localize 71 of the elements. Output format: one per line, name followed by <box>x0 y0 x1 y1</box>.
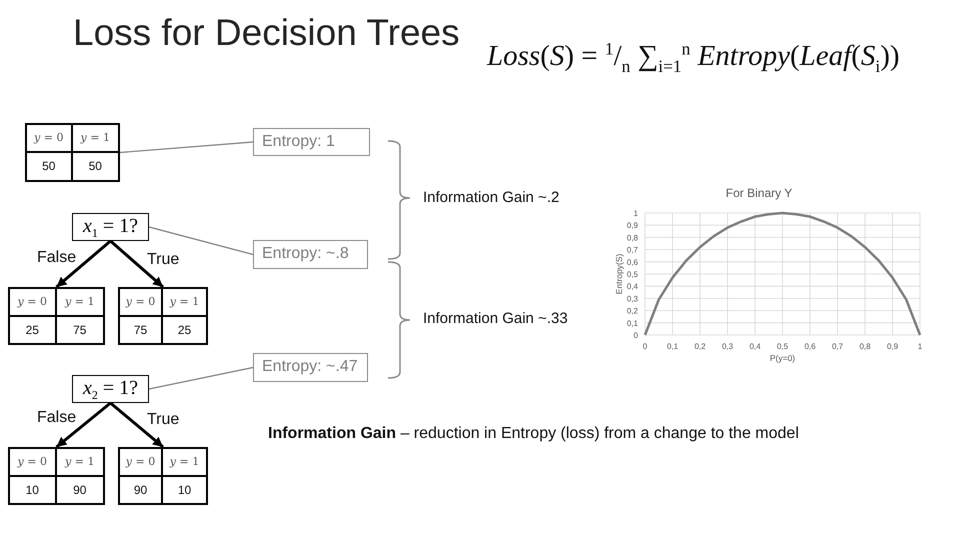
leader-line <box>148 366 254 390</box>
tick-label: 0,2 <box>694 342 706 351</box>
tick-label: 0,7 <box>832 342 844 351</box>
table-cell: 75 <box>120 317 163 343</box>
loss-formula: Loss(S) = $^{1}$/$_{n}$ ∑$_{i=1}$$^{n}$ Entropy(Leaf(S$_{i}$)) <box>487 40 900 73</box>
arrow <box>110 240 164 288</box>
axis-title: Entropy(S) <box>614 254 624 294</box>
table-cell-text: 25 <box>176 322 192 339</box>
count-table <box>25 123 120 182</box>
tick-label: 0,8 <box>626 233 638 242</box>
column-header: y = 1 <box>72 125 118 153</box>
tick-label: 0,4 <box>626 282 638 292</box>
table-cell-text: 90 <box>72 482 88 499</box>
table-cell: 50 <box>27 153 72 180</box>
tick-label: 0,9 <box>626 221 638 230</box>
gain-note: Information Gain ~.33 <box>423 310 568 327</box>
slide-title: Loss for Decision Trees <box>73 12 460 54</box>
gain-note: Information Gain ~.2 <box>423 189 560 206</box>
column-header: y = 0 <box>120 449 163 477</box>
arrow <box>56 240 112 288</box>
count-table <box>118 447 208 505</box>
count-table <box>8 287 105 345</box>
column-header: y = 1 <box>163 449 206 477</box>
column-header: y = 0 <box>120 289 163 317</box>
tick-label: 0,1 <box>626 318 638 328</box>
leader-line <box>120 141 254 154</box>
tick-label: 0 <box>642 342 648 351</box>
tick-label: 0,3 <box>722 342 734 351</box>
tick-label: 0,6 <box>626 258 638 267</box>
count-table <box>118 287 208 345</box>
condition-box: x$_{2}$ = 1? <box>72 375 149 403</box>
tick-label: 0,5 <box>776 342 788 351</box>
condition-box: x$_{1}$ = 1? <box>72 213 149 241</box>
table-cell: 25 <box>10 317 56 343</box>
edge-label: True <box>147 411 180 429</box>
tick-label: 0,3 <box>626 294 638 304</box>
count-table <box>8 447 105 505</box>
tick-label: 0,4 <box>749 342 761 351</box>
table-cell-text: 75 <box>72 322 88 339</box>
column-header: y = 0 <box>10 449 56 477</box>
tick-label: 1 <box>634 209 638 218</box>
edge-label: False <box>37 249 76 267</box>
column-header: y = 1 <box>163 289 206 317</box>
tick-label: 0 <box>634 331 638 340</box>
table-cell-text: 10 <box>176 482 192 499</box>
axis-title: P(y=0) <box>770 353 796 363</box>
tick-label: 0,1 <box>666 342 678 351</box>
column-header: y = 1 <box>56 289 103 317</box>
tick-label: 0,8 <box>859 342 871 351</box>
table-cell-text: 50 <box>88 158 103 175</box>
entropy-box: Entropy: 1 <box>253 128 370 156</box>
edge-label: False <box>37 409 76 427</box>
chart-title: For Binary Y <box>726 186 792 200</box>
tick-label: 1 <box>918 342 922 351</box>
table-cell: 10 <box>10 477 56 503</box>
column-header: y = 1 <box>56 449 103 477</box>
entropy-box: Entropy: ~.47 <box>253 353 368 382</box>
edge-label: True <box>147 251 180 269</box>
tick-label: 0,5 <box>626 270 638 279</box>
tick-label: 0,6 <box>804 342 816 351</box>
arrow <box>56 402 112 448</box>
table-cell: 90 <box>120 477 163 503</box>
tick-label: 0,9 <box>886 342 898 351</box>
tick-label: 0,2 <box>626 306 638 316</box>
column-header: y = 0 <box>27 125 72 153</box>
arrow <box>110 402 164 448</box>
column-header: y = 0 <box>10 289 56 317</box>
entropy-box: Entropy: ~.8 <box>253 240 368 269</box>
tick-label: 0,7 <box>626 246 638 255</box>
leader-line <box>148 226 254 256</box>
definition-text: Information Gain – reduction in Entropy (loss) from a change to the model <box>268 425 799 443</box>
